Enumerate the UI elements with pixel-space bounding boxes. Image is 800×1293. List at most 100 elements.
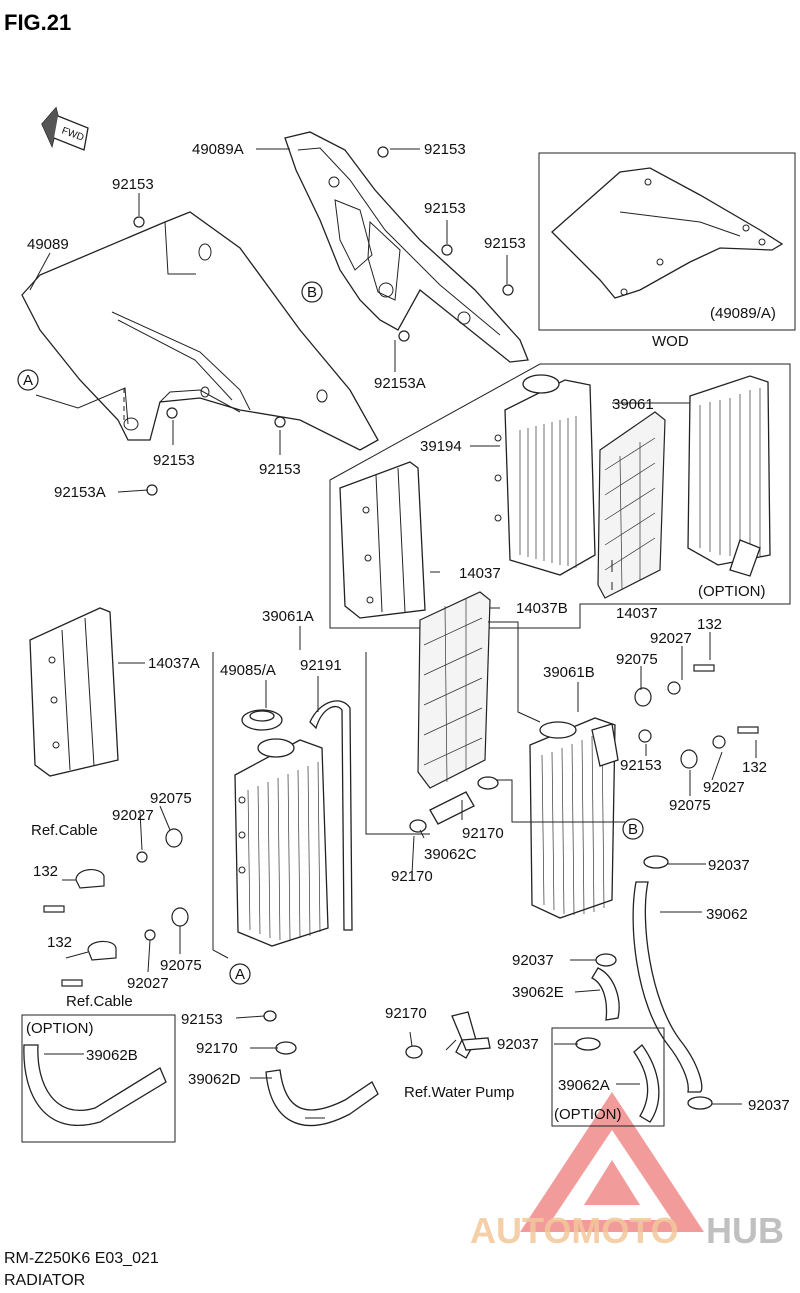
callout: 92153 bbox=[112, 176, 154, 193]
overflow-hose-92191 bbox=[309, 700, 353, 931]
callout: 92075 bbox=[160, 957, 202, 974]
callout: 92191 bbox=[300, 657, 342, 674]
callout: 39061A bbox=[262, 608, 314, 625]
hardware-icon-group bbox=[43, 664, 759, 987]
radiator-39061b bbox=[529, 717, 619, 919]
radiator-cap bbox=[241, 709, 283, 731]
watermark-part2: HUB bbox=[706, 1210, 784, 1251]
callout: 92153 bbox=[153, 452, 195, 469]
hose-39062c bbox=[429, 791, 475, 825]
marker-a-bottom: A bbox=[229, 963, 251, 985]
callout: 92075 bbox=[616, 651, 658, 668]
callout: 14037A bbox=[148, 655, 200, 672]
radiator-39061-option bbox=[687, 375, 771, 577]
callout: Ref.Cable bbox=[31, 822, 98, 839]
callout: Ref.Cable bbox=[66, 993, 133, 1010]
watermark-text: AUTOMOTO HUB bbox=[470, 1210, 784, 1251]
clamp-icon-group bbox=[263, 776, 713, 1110]
wod-title: WOD bbox=[652, 333, 689, 350]
callout: 92027 bbox=[112, 807, 154, 824]
callout: 92075 bbox=[150, 790, 192, 807]
option-label-right: (OPTION) bbox=[554, 1106, 622, 1123]
callout: 92153 bbox=[424, 141, 466, 158]
watermark-part1: AUTOMOTO bbox=[470, 1210, 679, 1251]
wod-part-label: (49089/A) bbox=[710, 305, 776, 322]
marker-b-top: B bbox=[301, 281, 323, 303]
callout: 92153 bbox=[620, 757, 662, 774]
hose-39062a bbox=[633, 1044, 660, 1123]
callout: 132 bbox=[697, 616, 722, 633]
marker-a-top: A bbox=[17, 369, 39, 391]
hose-39062b bbox=[23, 1044, 167, 1127]
callout: 92037 bbox=[748, 1097, 790, 1114]
callout: 39062C bbox=[424, 846, 477, 863]
callout: Ref.Water Pump bbox=[404, 1084, 514, 1101]
marker-a-top-label: A bbox=[23, 372, 33, 389]
option-label-left: (OPTION) bbox=[26, 1020, 94, 1037]
callout: 92153 bbox=[259, 461, 301, 478]
callout: 39062 bbox=[706, 906, 748, 923]
callout: 132 bbox=[742, 759, 767, 776]
marker-b-top-label: B bbox=[307, 284, 317, 301]
callout: 92037 bbox=[708, 857, 750, 874]
callout: 92027 bbox=[127, 975, 169, 992]
watermark-logo bbox=[520, 1092, 704, 1232]
callout: 14037 bbox=[459, 565, 501, 582]
callout: 14037B bbox=[516, 600, 568, 617]
louver-14037b bbox=[417, 591, 491, 789]
water-pump-fitting bbox=[451, 1011, 491, 1059]
callout: 49085/A bbox=[220, 662, 276, 679]
callout: 92027 bbox=[703, 779, 745, 796]
callout: 39062B bbox=[86, 1047, 138, 1064]
callout: 92153 bbox=[424, 200, 466, 217]
callout-labels: 49089A 92153 92153 92153 49089 92153 921… bbox=[26, 141, 790, 1123]
callout: 92153A bbox=[374, 375, 426, 392]
callout: 92153 bbox=[484, 235, 526, 252]
footer-name: RADIATOR bbox=[4, 1272, 85, 1289]
leader-lines bbox=[29, 148, 757, 1119]
radiator-39194 bbox=[494, 374, 596, 576]
callout: 92170 bbox=[391, 868, 433, 885]
callout: 92153A bbox=[54, 484, 106, 501]
marker-a-bottom-label: A bbox=[235, 966, 245, 983]
option-box-right bbox=[551, 1027, 665, 1127]
callout: 92153 bbox=[181, 1011, 223, 1028]
radiator-shroud-49089a bbox=[284, 131, 529, 363]
louver-14037-left bbox=[339, 461, 426, 619]
callout: 14037 bbox=[616, 605, 658, 622]
hose-39062d bbox=[265, 1069, 379, 1126]
radiator-39061a bbox=[234, 738, 329, 947]
callout: 132 bbox=[33, 863, 58, 880]
louver-14037a bbox=[29, 607, 119, 777]
option-group-outline bbox=[329, 363, 791, 629]
hose-39062e bbox=[591, 967, 620, 1021]
louver-14037-grid bbox=[597, 411, 666, 599]
option-label-top: (OPTION) bbox=[698, 583, 766, 600]
callout: 92075 bbox=[669, 797, 711, 814]
option-box-left bbox=[21, 1014, 176, 1143]
callout: 92170 bbox=[196, 1040, 238, 1057]
marker-b-bottom: B bbox=[622, 818, 644, 840]
callout: 39062A bbox=[558, 1077, 610, 1094]
radiator-shroud-49089 bbox=[21, 211, 379, 451]
callout: 39062E bbox=[512, 984, 564, 1001]
callout: 39061 bbox=[612, 396, 654, 413]
callout: 132 bbox=[47, 934, 72, 951]
bolt-icon-group bbox=[133, 146, 514, 496]
callout: 39061B bbox=[543, 664, 595, 681]
forward-arrow-icon: FWD bbox=[41, 106, 89, 151]
39061b-group-outline bbox=[488, 621, 625, 823]
39061a-group-outline bbox=[212, 652, 430, 959]
figure-title: FIG.21 bbox=[4, 10, 71, 35]
callout: 49089A bbox=[192, 141, 244, 158]
callout: 39062D bbox=[188, 1071, 241, 1088]
footer-code: RM-Z250K6 E03_021 bbox=[4, 1250, 159, 1267]
callout: 92037 bbox=[512, 952, 554, 969]
marker-b-bottom-label: B bbox=[628, 821, 638, 838]
callout: 39194 bbox=[420, 438, 462, 455]
hose-39062 bbox=[632, 881, 703, 1093]
callout: 92170 bbox=[385, 1005, 427, 1022]
wod-inset-box: (49089/A) bbox=[538, 152, 796, 331]
callout: 92027 bbox=[650, 630, 692, 647]
